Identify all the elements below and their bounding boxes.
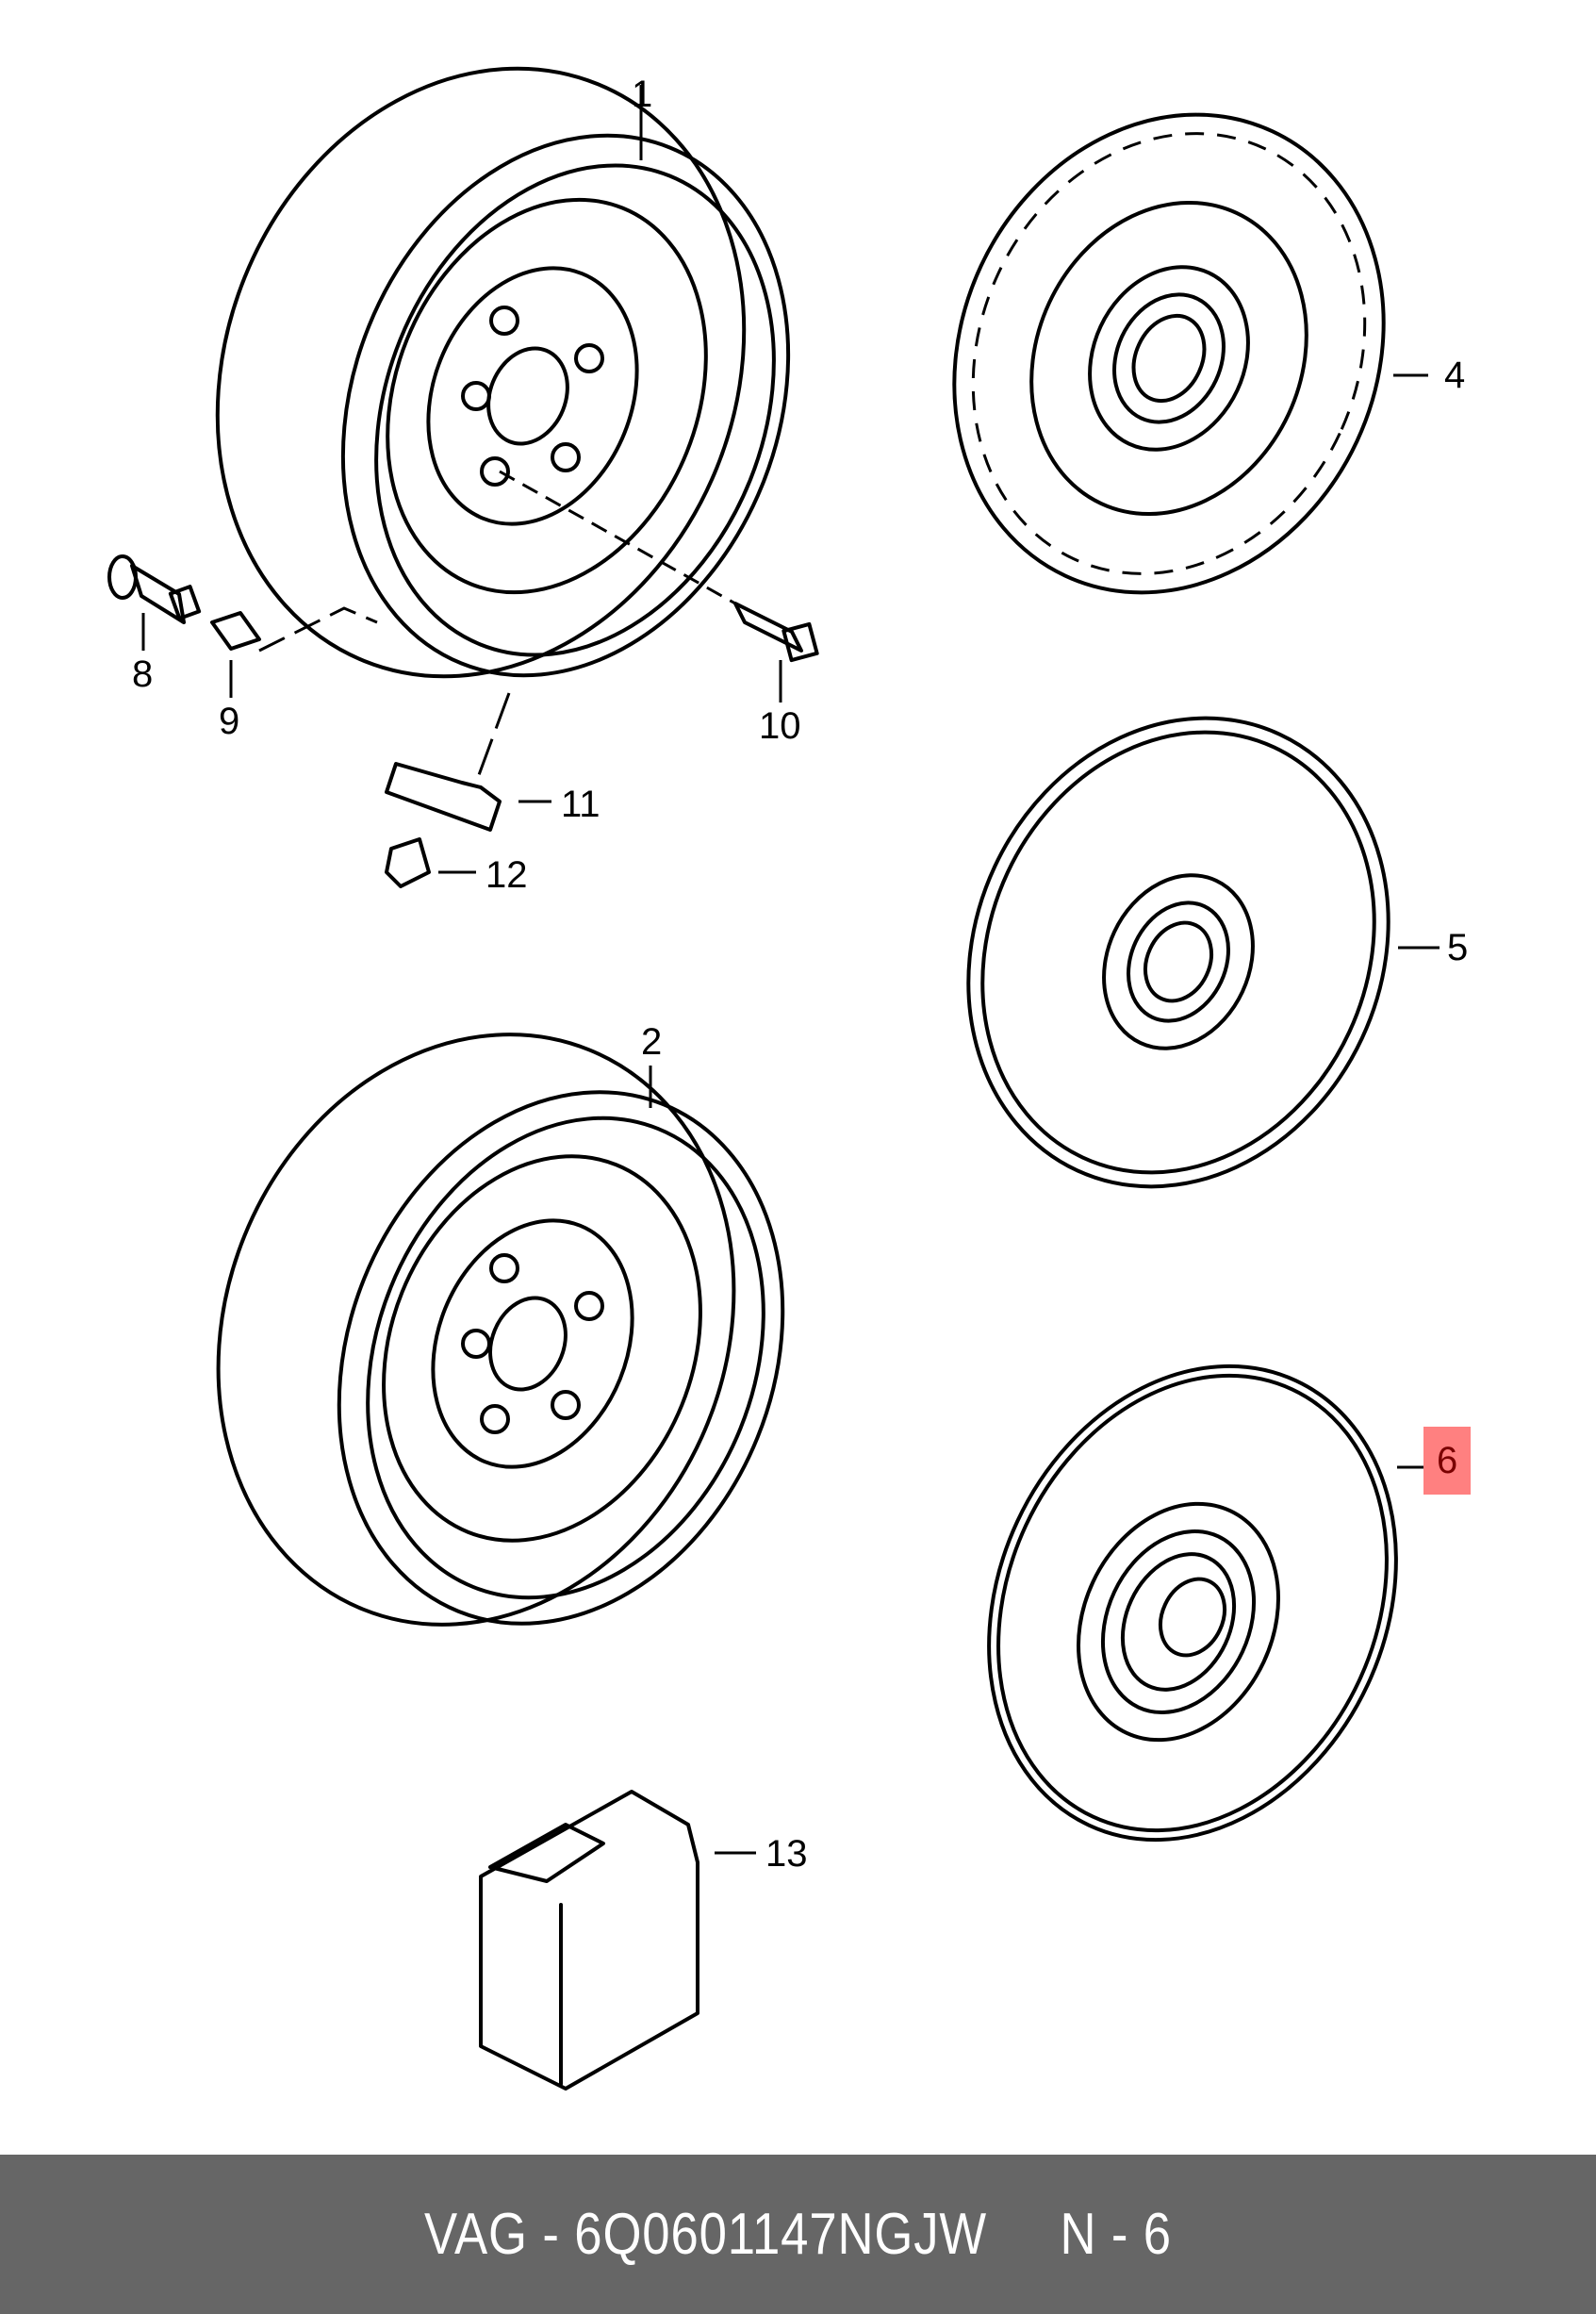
callout-1[interactable]: 1 — [632, 74, 653, 115]
callout-4[interactable]: 4 — [1444, 355, 1466, 396]
balance-weight-11 — [385, 762, 551, 832]
steel-wheel-2 — [216, 1033, 785, 1627]
tire-valve-8 — [107, 554, 202, 651]
callout-9[interactable]: 9 — [219, 701, 240, 742]
callout-12[interactable]: 12 — [485, 854, 528, 896]
compressor-unit-13 — [479, 1790, 756, 2091]
callout-5[interactable]: 5 — [1447, 927, 1469, 968]
callout-6-highlighted[interactable]: 6 — [1423, 1427, 1472, 1495]
diagram-drawing — [107, 66, 1440, 2091]
valve-cap-9 — [210, 611, 261, 698]
wheel-cover-4 — [952, 112, 1428, 595]
callout-8[interactable]: 8 — [132, 653, 154, 695]
callout-2[interactable]: 2 — [641, 1021, 663, 1063]
callout-11[interactable]: 11 — [561, 784, 601, 825]
balance-weight-clip-12 — [385, 837, 476, 888]
wheel-cover-6 — [987, 1364, 1425, 1843]
callout-10[interactable]: 10 — [759, 705, 801, 747]
parts-diagram: 1 2 4 5 6 8 9 10 11 12 13 — [107, 66, 1472, 2091]
steel-wheel-1 — [215, 66, 791, 784]
callout-13[interactable]: 13 — [765, 1833, 808, 1875]
part-number-footer: VAG - 6Q0601147NGJW N - 6 — [0, 2155, 1596, 2314]
wheel-bolt-10 — [733, 602, 819, 702]
wheel-cover-5 — [966, 716, 1440, 1189]
footer-part-text: VAG - 6Q0601147NGJW N - 6 — [424, 2202, 1172, 2267]
